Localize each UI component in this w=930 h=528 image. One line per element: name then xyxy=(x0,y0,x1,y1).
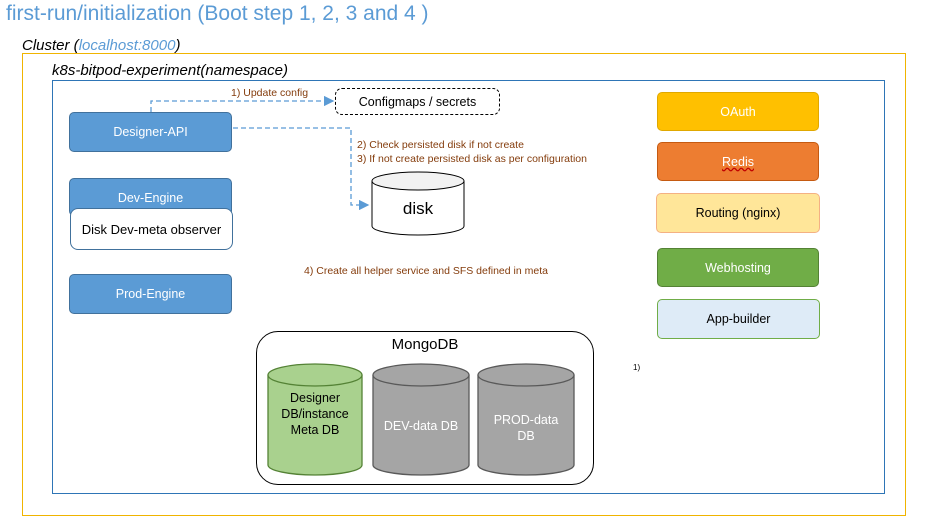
app-builder-box: App-builder xyxy=(657,299,820,339)
step-2-text: 2) Check persisted disk if not create xyxy=(357,139,524,151)
prod-engine-label: Prod-Engine xyxy=(115,287,186,301)
cluster-host: localhost:8000 xyxy=(78,37,176,54)
webhosting-label: Webhosting xyxy=(705,260,771,275)
namespace-boundary xyxy=(52,80,885,494)
dev-engine-label: Dev-Engine xyxy=(117,191,184,205)
step-4-text: 4) Create all helper service and SFS def… xyxy=(304,265,548,277)
oauth-box: OAuth xyxy=(657,92,819,131)
dev-data-db-label: DEV-data DB xyxy=(383,419,459,433)
oauth-label: OAuth xyxy=(720,104,756,119)
designer-db-cylinder xyxy=(267,363,363,476)
step-1-text: 1) Update config xyxy=(231,87,309,99)
designer-db-line-3: Meta DB xyxy=(290,423,340,437)
redis-label: Redis xyxy=(722,154,754,169)
designer-api-label: Designer-API xyxy=(113,125,188,139)
prod-data-db-line-2: DB xyxy=(517,429,535,443)
prod-data-db-line-1: PROD-data xyxy=(493,413,559,427)
designer-db-line-2: DB/instance xyxy=(281,407,349,421)
cluster-label-text: Cluster ( xyxy=(22,37,79,54)
prod-data-db-cylinder xyxy=(477,363,575,476)
update-config-arrow xyxy=(150,95,335,112)
check-disk-arrow xyxy=(233,127,370,211)
cluster-label: Cluster (localhost:8000) xyxy=(22,37,180,54)
designer-db-label: Designer DB/instance Meta DB xyxy=(268,390,362,438)
disk-label: disk xyxy=(402,199,434,218)
app-builder-label: App-builder xyxy=(706,312,771,326)
cluster-label-close: ) xyxy=(175,37,181,54)
disk-cylinder xyxy=(371,171,465,236)
step-3-text: 3) If not create persisted disk as per c… xyxy=(357,153,587,165)
designer-db-line-1: Designer xyxy=(289,391,341,405)
cluster-boundary xyxy=(22,53,906,516)
configmaps-secrets-label: Configmaps / secrets xyxy=(358,94,477,109)
redis-box: Redis xyxy=(657,142,819,181)
routing-nginx-box: Routing (nginx) xyxy=(656,193,820,233)
prod-data-db-label: PROD-data DB xyxy=(478,412,574,444)
disk-dev-meta-observer-box: Disk Dev-meta observer xyxy=(70,208,233,250)
footnote-marker: 1) xyxy=(633,363,641,372)
routing-nginx-label: Routing (nginx) xyxy=(695,206,781,220)
prod-engine-box: Prod-Engine xyxy=(69,274,232,314)
configmaps-secrets-box: Configmaps / secrets xyxy=(335,88,500,115)
namespace-label: k8s-bitpod-experiment(namespace) xyxy=(52,62,288,79)
webhosting-box: Webhosting xyxy=(657,248,819,287)
dev-data-db-cylinder xyxy=(372,363,470,476)
designer-api-box: Designer-API xyxy=(69,112,232,152)
page-title: first-run/initialization (Boot step 1, 2… xyxy=(6,2,429,25)
mongodb-title: MongoDB xyxy=(391,336,459,353)
disk-dev-meta-observer-label: Disk Dev-meta observer xyxy=(81,221,222,237)
mongodb-container xyxy=(256,331,594,485)
